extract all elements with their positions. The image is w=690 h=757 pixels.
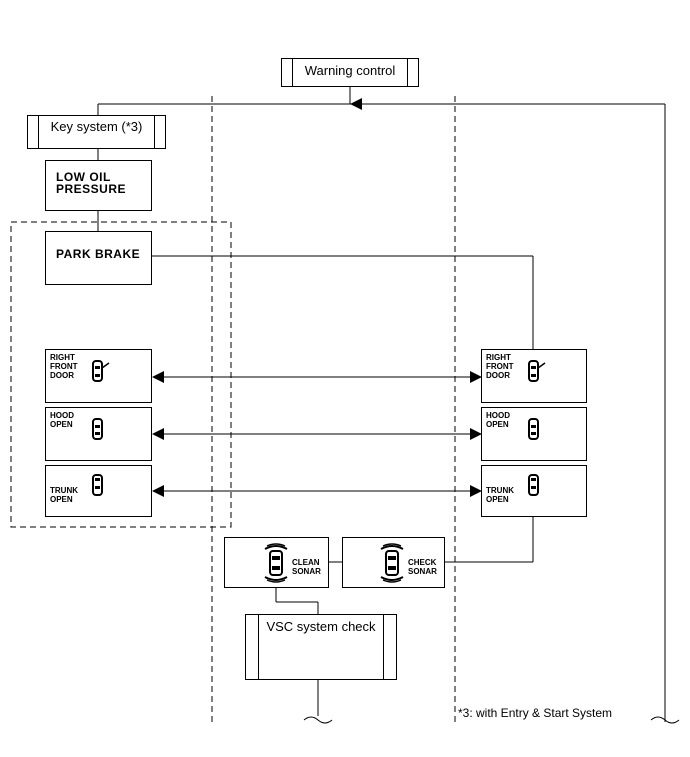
clean-sonar-line2: SONAR bbox=[292, 567, 321, 576]
check-sonar-line1: CHECK bbox=[408, 558, 437, 567]
trunk-line1: TRUNK bbox=[50, 486, 78, 495]
clean-sonar-box: CLEAN SONAR bbox=[224, 537, 329, 588]
sonar-car-icon bbox=[264, 543, 288, 583]
trunk-line1: TRUNK bbox=[486, 486, 514, 495]
hood-line2: OPEN bbox=[50, 420, 73, 429]
rfd-line1: RIGHT bbox=[486, 353, 511, 362]
trunk-line2: OPEN bbox=[50, 495, 73, 504]
left-hood-open-box: HOOD OPEN bbox=[45, 407, 152, 461]
door-group-dashed-box bbox=[10, 221, 232, 528]
car-trunk-open-icon bbox=[92, 474, 103, 496]
rfd-line3: DOOR bbox=[486, 371, 510, 380]
car-hood-open-icon bbox=[528, 418, 539, 440]
footnote: *3: with Entry & Start System bbox=[458, 706, 613, 720]
continuation-mark bbox=[303, 716, 333, 724]
right-trunk-open-box: TRUNK OPEN bbox=[481, 465, 587, 517]
rfd-line2: FRONT bbox=[486, 362, 514, 371]
clean-sonar-line1: CLEAN bbox=[292, 558, 320, 567]
warning-control-box: Warning control bbox=[281, 58, 419, 87]
hood-line1: HOOD bbox=[486, 411, 510, 420]
rfd-line3: DOOR bbox=[50, 371, 74, 380]
key-system-box: Key system (*3) bbox=[27, 115, 166, 149]
continuation-mark bbox=[650, 716, 680, 724]
hood-line2: OPEN bbox=[486, 420, 509, 429]
car-door-open-icon bbox=[528, 360, 546, 382]
vsc-system-check-label: VSC system check bbox=[266, 619, 376, 634]
arrow-head bbox=[350, 98, 362, 110]
car-trunk-open-icon bbox=[528, 474, 539, 496]
right-right-front-door-box: RIGHT FRONT DOOR bbox=[481, 349, 587, 403]
sonar-car-icon bbox=[380, 543, 404, 583]
rfd-line1: RIGHT bbox=[50, 353, 75, 362]
low-oil-line2: PRESSURE bbox=[56, 182, 127, 196]
key-system-label: Key system (*3) bbox=[50, 119, 143, 134]
car-door-open-icon bbox=[92, 360, 110, 382]
left-trunk-open-box: TRUNK OPEN bbox=[45, 465, 152, 517]
trunk-line2: OPEN bbox=[486, 495, 509, 504]
left-right-front-door-box: RIGHT FRONT DOOR bbox=[45, 349, 152, 403]
vsc-system-check-box: VSC system check bbox=[245, 614, 397, 680]
check-sonar-line2: SONAR bbox=[408, 567, 437, 576]
warning-control-label: Warning control bbox=[304, 63, 396, 78]
low-oil-line1: LOW OIL bbox=[56, 170, 111, 184]
park-brake-box: PARK BRAKE bbox=[45, 231, 152, 285]
rfd-line2: FRONT bbox=[50, 362, 78, 371]
park-brake-label: PARK BRAKE bbox=[56, 247, 141, 261]
hood-line1: HOOD bbox=[50, 411, 74, 420]
car-hood-open-icon bbox=[92, 418, 103, 440]
right-hood-open-box: HOOD OPEN bbox=[481, 407, 587, 461]
check-sonar-box: CHECK SONAR bbox=[342, 537, 445, 588]
low-oil-pressure-box: LOW OIL PRESSURE bbox=[45, 160, 152, 211]
